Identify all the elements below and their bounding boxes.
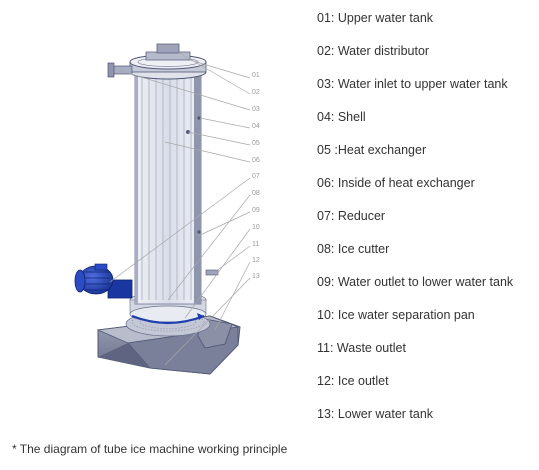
callout-line-10: [184, 228, 251, 319]
callout-number-01: 01: [252, 72, 260, 79]
legend-item-12: 12: Ice outlet: [317, 374, 389, 388]
callout-numbers: 01 02 03 04 05 06 07 08 09 10 11 12 13: [252, 72, 260, 280]
callout-number-04: 04: [252, 123, 260, 130]
reducer-motor: [74, 263, 133, 299]
callout-line-09: [197, 211, 251, 237]
legend-item-06: 06: Inside of heat exchanger: [317, 176, 475, 190]
callout-lines: [109, 51, 251, 366]
callout-number-08: 08: [252, 190, 260, 197]
water-distributor: [145, 43, 191, 61]
water-inlet-pipe: [107, 62, 133, 78]
legend-item-03: 03: Water inlet to upper water tank: [317, 77, 508, 91]
legend-item-04: 04: Shell: [317, 110, 366, 124]
legend-item-13: 13: Lower water tank: [317, 407, 434, 421]
callout-number-05: 05: [252, 140, 260, 147]
callout-number-10: 10: [252, 224, 260, 231]
callout-line-07: [109, 177, 251, 283]
callout-line-11: [214, 245, 251, 273]
callout-line-01: [189, 59, 251, 79]
legend-item-07: 07: Reducer: [317, 209, 386, 223]
callout-line-04: [199, 117, 251, 129]
legend-item-10: 10: Ice water separation pan: [317, 308, 475, 322]
heat-exchanger-tubes: [141, 76, 192, 300]
callout-line-03: [117, 69, 251, 111]
diagram-caption: * The diagram of tube ice machine workin…: [12, 442, 288, 456]
callout-line-02: [177, 51, 251, 95]
legend-item-08: 08: Ice cutter: [317, 242, 390, 256]
legend-item-01: 01: Upper water tank: [317, 11, 434, 25]
legend-item-02: 02: Water distributor: [317, 44, 430, 58]
callout-line-08: [167, 194, 251, 301]
callout-number-03: 03: [252, 106, 260, 113]
legend-item-09: 09: Water outlet to lower water tank: [317, 275, 514, 289]
callout-number-13: 13: [252, 273, 260, 280]
callout-number-09: 09: [252, 207, 260, 214]
callout-line-05: [187, 131, 251, 146]
legend-item-11: 11: Waste outlet: [317, 341, 406, 355]
parts-legend: 01: Upper water tank 02: Water distribut…: [317, 9, 537, 438]
callout-number-02: 02: [252, 89, 260, 96]
callout-number-11: 11: [252, 241, 259, 248]
callout-line-06: [164, 141, 251, 163]
callout-number-07: 07: [252, 173, 260, 180]
heat-exchanger-shell: [134, 71, 202, 305]
tube-ice-machine-diagram: 01 02 03 04 05 06 07 08 09 10 11 12 13: [74, 43, 260, 375]
callout-line-13: [164, 277, 251, 366]
callout-number-06: 06: [252, 157, 260, 164]
callout-number-12: 12: [252, 257, 260, 264]
legend-item-05: 05 :Heat exchanger: [317, 143, 427, 157]
